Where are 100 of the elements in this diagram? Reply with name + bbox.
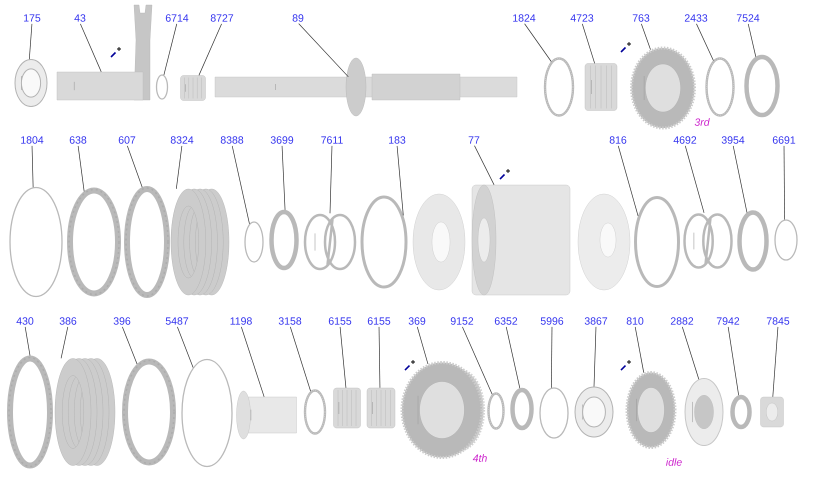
callout-number: 175 [24, 14, 40, 22]
callout-number: 369 [408, 317, 426, 325]
leader-line [696, 23, 714, 61]
thickring-drawing [360, 196, 408, 288]
callout-number: 6155 [328, 317, 352, 325]
leader-line [748, 24, 756, 58]
callout-number: 430 [16, 317, 34, 325]
gear-drawing [626, 371, 676, 449]
plate-drawing [122, 358, 176, 466]
gear-label: 3rd [694, 118, 710, 126]
callout-number: 638 [70, 136, 86, 144]
disc-drawing [510, 388, 534, 430]
disc-drawing [737, 210, 769, 272]
leader-line [506, 326, 520, 388]
callout-number: 3158 [278, 317, 302, 325]
callout-number: 8388 [220, 136, 244, 144]
leader-line [524, 23, 552, 62]
plate-drawing [7, 356, 53, 468]
callout-number: 183 [389, 136, 406, 144]
leader-line [78, 146, 84, 192]
gear-label: idle [666, 458, 682, 466]
leader-line [462, 326, 492, 395]
ring-drawing [244, 221, 264, 263]
ring-drawing [774, 219, 798, 261]
callout-number: 9152 [450, 317, 474, 325]
callout-number: 3699 [270, 136, 294, 144]
plate-drawing [67, 188, 121, 296]
callout-number: 5487 [166, 317, 188, 325]
spring-drawing [683, 213, 733, 269]
bearing-drawing [574, 386, 614, 438]
hub-drawing [684, 378, 724, 446]
leader-line [28, 24, 32, 60]
shaft-drawing [214, 58, 518, 116]
callout-number: 8324 [170, 136, 194, 144]
gear-label: 4th [472, 454, 487, 462]
callout-number: 3867 [584, 317, 608, 325]
callout-number: 1804 [21, 136, 44, 144]
callout-number: 6352 [494, 317, 518, 325]
ring-drawing [181, 358, 233, 468]
callout-number: 3954 [722, 136, 744, 144]
leader-line [127, 146, 143, 188]
callout-number: 763 [632, 14, 650, 22]
plate-drawing [124, 186, 170, 298]
needle-drawing [705, 57, 735, 117]
shaft-drawing [56, 72, 144, 100]
leader-line [618, 146, 638, 216]
leader-line [340, 326, 346, 388]
roller-bearing-drawing [180, 75, 206, 101]
callout-number: 7845 [766, 317, 790, 325]
clutch-pack-drawing [54, 358, 116, 466]
callout-number: 4692 [674, 136, 696, 144]
leader-line [582, 24, 595, 64]
leader-line [232, 146, 250, 224]
leader-line [641, 24, 651, 50]
leader-line [240, 326, 264, 398]
callout-number: 6714 [166, 14, 188, 22]
callout-number: 7524 [736, 14, 760, 22]
leader-line [80, 23, 102, 72]
callout-number: 6691 [772, 136, 796, 144]
callout-number: 6155 [368, 317, 390, 325]
callout-number: 8727 [210, 14, 234, 22]
leader-line [164, 24, 178, 76]
leader-line [634, 326, 644, 373]
leader-line [177, 326, 194, 368]
roller-bearing-drawing [584, 63, 618, 111]
leader-line [416, 326, 428, 364]
spring-drawing [304, 214, 356, 270]
callout-number: 4723 [570, 14, 594, 22]
leader-line [682, 326, 700, 380]
roller-bearing-drawing [333, 388, 361, 428]
disc-drawing [269, 210, 299, 270]
ring-drawing [539, 387, 569, 439]
disc-drawing [744, 54, 780, 118]
callout-number: 2433 [684, 14, 708, 22]
callout-number: 1198 [230, 317, 252, 325]
leader-line [24, 326, 30, 356]
leader-line [594, 326, 596, 387]
callout-number: 7942 [716, 317, 740, 325]
callout-number: 816 [610, 136, 626, 144]
gear-drawing [630, 46, 696, 130]
callout-number: 607 [118, 136, 136, 144]
leader-line [32, 146, 34, 188]
clutch-pack-drawing [170, 188, 230, 296]
leader-line [396, 146, 404, 216]
callout-number: 2882 [670, 317, 694, 325]
leader-line [60, 326, 68, 359]
callout-number: 396 [114, 317, 130, 325]
needle-drawing [304, 389, 326, 435]
drum-drawing [472, 184, 570, 296]
leader-line [784, 146, 785, 220]
ring-drawing [156, 74, 168, 100]
roller-bearing-drawing [366, 388, 396, 428]
callout-number: 43 [74, 14, 86, 22]
bearing-drawing [14, 59, 48, 107]
needle-drawing [544, 57, 574, 117]
leader-line [728, 326, 739, 396]
sleeve-drawing [236, 390, 297, 440]
leader-line [298, 23, 349, 78]
leader-line [772, 326, 778, 398]
callout-number: 386 [60, 317, 76, 325]
